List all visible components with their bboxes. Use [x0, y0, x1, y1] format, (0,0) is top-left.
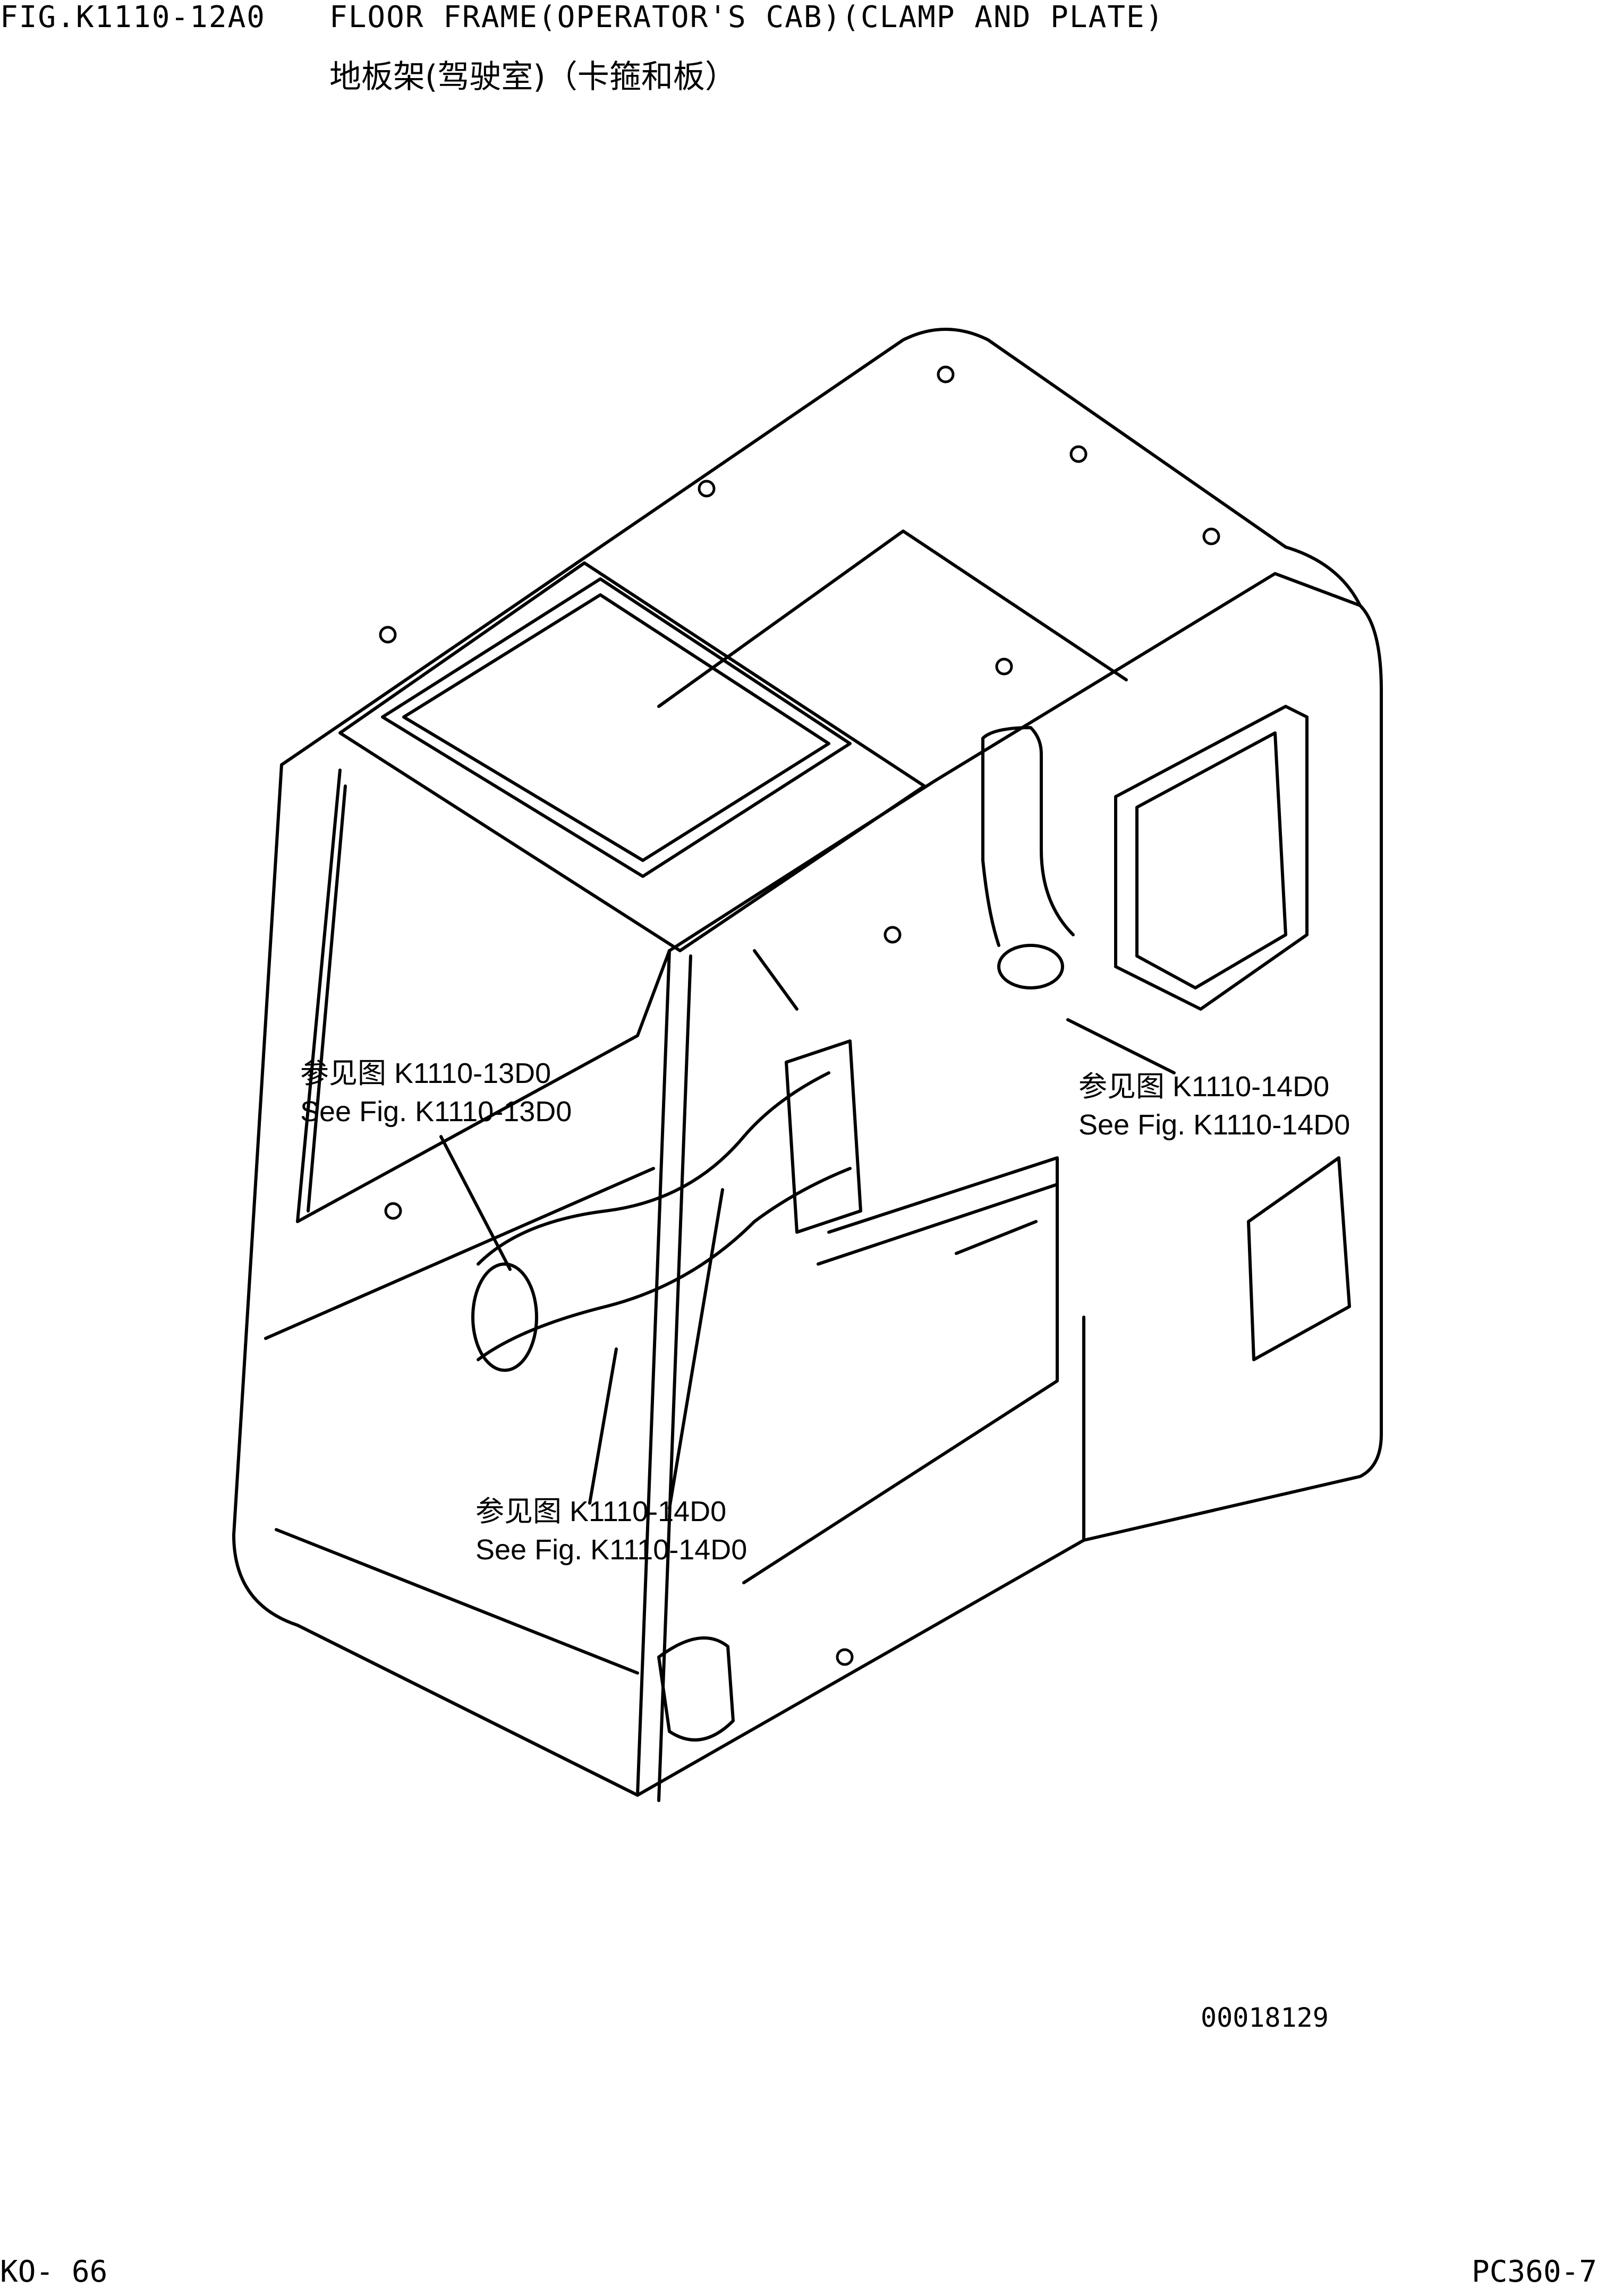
leader-line-14d0-right [1066, 1018, 1176, 1074]
callout-ref-k1110-14d0-right: 参见图 K1110-14D0 See Fig. K1110-14D0 [1078, 1068, 1350, 1144]
door-sill [817, 1183, 1059, 1266]
roof-ridge-line [657, 530, 1128, 708]
rear-duct-left [981, 737, 1000, 947]
model-number: PC360-7 [1471, 2255, 1597, 2289]
lower-front-rail [264, 1167, 655, 1340]
bolt-hole [836, 1648, 854, 1666]
rear-access-opening [1247, 1156, 1351, 1361]
skylight-outer [381, 577, 852, 878]
rear-side-outline [1082, 604, 1383, 1542]
bolt-hole [698, 480, 716, 498]
rear-side-window-inner [1135, 731, 1287, 989]
inner-frame-line [668, 1188, 724, 1510]
air-duct-end [471, 1262, 538, 1372]
duct-bracket [785, 1039, 862, 1234]
roof-front-panel [338, 561, 926, 952]
callout-ref-k1110-13d0: 参见图 K1110-13D0 See Fig. K1110-13D0 [300, 1054, 572, 1131]
front-right-pillar [636, 949, 671, 1797]
callout-english: See Fig. K1110-13D0 [300, 1096, 572, 1128]
windshield-edge [307, 784, 347, 1213]
bolt-hole [1069, 445, 1088, 463]
rear-side-window [1114, 705, 1309, 1011]
floor-front-rail [275, 1528, 639, 1675]
drawing-id: 00018129 [1201, 2002, 1329, 2033]
bolt-hole [379, 626, 397, 644]
rear-duct-right [981, 726, 1075, 936]
air-duct-upper [477, 1071, 830, 1266]
skylight-inner [402, 593, 830, 862]
figure-title-english: FLOOR FRAME(OPERATOR'S CAB)(CLAMP AND PL… [329, 0, 1165, 35]
bolt-hole [884, 926, 902, 944]
bolt-hole [1202, 527, 1220, 545]
callout-chinese: 参见图 K1110-13D0 [300, 1057, 551, 1089]
front-left-pillar [232, 763, 639, 1797]
roof-outline [280, 328, 1362, 766]
callout-english: See Fig. K1110-14D0 [475, 1534, 747, 1566]
step-recess [657, 1636, 735, 1742]
cab-detail-line [753, 949, 799, 1011]
leader-line-14d0-lower [588, 1347, 618, 1505]
rear-duct-outlet [997, 944, 1064, 989]
door-handle-plate [955, 1220, 1038, 1255]
callout-ref-k1110-14d0-lower: 参见图 K1110-14D0 See Fig. K1110-14D0 [475, 1492, 747, 1569]
bolt-hole [937, 365, 955, 383]
leader-line-13d0 [439, 1135, 512, 1271]
figure-number: FIG.K1110-12A0 [0, 0, 266, 35]
door-panel [742, 1156, 1059, 1584]
bolt-hole [384, 1202, 402, 1220]
windshield-frame [296, 769, 671, 1223]
figure-title-chinese: 地板架(驾驶室)（卡箍和板） [329, 58, 737, 96]
bolt-hole [995, 658, 1013, 676]
front-right-pillar-inner [657, 954, 692, 1802]
roof-edge [668, 572, 1362, 952]
callout-english: See Fig. K1110-14D0 [1078, 1109, 1350, 1141]
callout-chinese: 参见图 K1110-14D0 [1078, 1071, 1330, 1103]
page-number: KO- 66 [0, 2255, 108, 2289]
floor-base [296, 1539, 1085, 1797]
callout-chinese: 参见图 K1110-14D0 [475, 1496, 727, 1527]
